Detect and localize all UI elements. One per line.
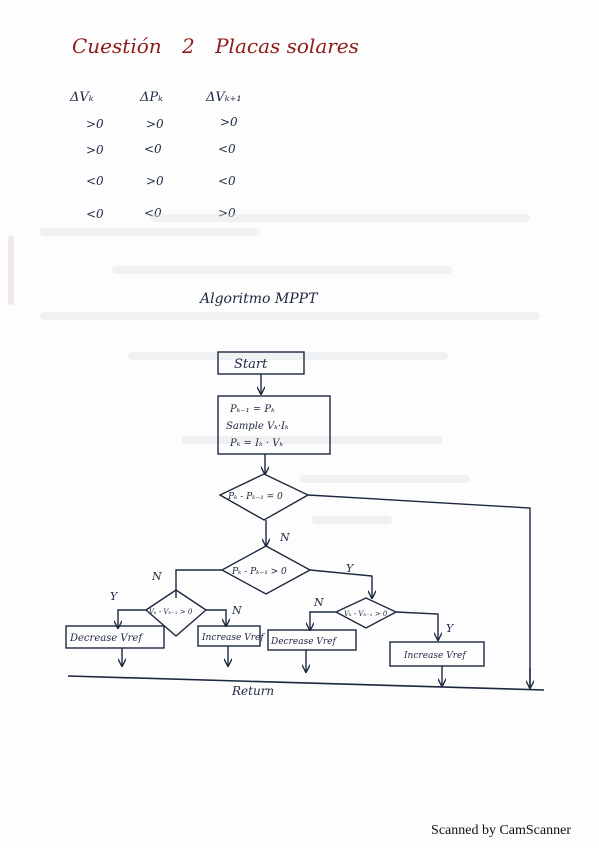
box-decrease-right bbox=[267, 629, 357, 651]
box-increase-right bbox=[389, 641, 485, 667]
box-increase-left bbox=[197, 625, 261, 647]
decision-power-equal bbox=[218, 473, 310, 521]
decision-3-right-label: Vₖ - Vₖ₋₁ > 0 bbox=[344, 610, 388, 618]
bleed-through-line bbox=[40, 312, 540, 320]
label-no: N bbox=[279, 531, 290, 544]
bleed-through-line bbox=[182, 436, 442, 444]
camscanner-footer: Scanned by CamScanner bbox=[431, 823, 571, 838]
question-title: Cuestión 2 Placas solares bbox=[72, 34, 373, 58]
table-cell: <0 bbox=[86, 207, 104, 221]
table-cell: >0 bbox=[146, 117, 164, 131]
table-header-dv-next: ΔVₖ₊₁ bbox=[206, 90, 242, 105]
flow-line-right-no bbox=[310, 611, 336, 630]
bleed-through-line bbox=[312, 516, 392, 524]
flow-line-right bbox=[309, 569, 372, 598]
bleed-through-line bbox=[112, 266, 452, 274]
flow-line-left-no bbox=[206, 609, 226, 626]
bleed-through-mark bbox=[8, 235, 14, 305]
decision-1-label: Pₖ - Pₖ₋₁ = 0 bbox=[227, 492, 283, 502]
init-box bbox=[217, 395, 331, 455]
decision-voltage-right bbox=[334, 597, 398, 629]
init-line-1: Pₖ₋₁ = Pₖ bbox=[229, 404, 275, 415]
label-yes: Y bbox=[346, 562, 355, 575]
table-cell: <0 bbox=[86, 174, 104, 188]
init-line-3: Pₖ = Iₖ · Vₖ bbox=[229, 438, 283, 449]
title-number: 2 bbox=[182, 34, 195, 58]
label-yes: Y bbox=[446, 622, 455, 635]
label-no: N bbox=[231, 604, 242, 617]
flow-line-right-bypass bbox=[307, 494, 531, 688]
table-cell: >0 bbox=[86, 117, 104, 131]
decision-voltage-left bbox=[144, 589, 208, 637]
table-header-dp: ΔPₖ bbox=[140, 90, 163, 105]
table-cell: >0 bbox=[220, 115, 238, 129]
box-decrease-left bbox=[65, 625, 165, 649]
label-yes: Y bbox=[110, 590, 119, 603]
title-word-cuestion: Cuestión bbox=[72, 34, 162, 58]
table-cell: <0 bbox=[218, 142, 236, 156]
algorithm-title: Algoritmo MPPT bbox=[200, 291, 318, 307]
label-no: N bbox=[313, 596, 324, 609]
title-placas-solares: Placas solares bbox=[215, 34, 359, 58]
table-cell: <0 bbox=[144, 142, 162, 156]
decision-power-greater bbox=[220, 545, 312, 595]
table-cell: >0 bbox=[146, 174, 164, 188]
decision-3-left-label: Vₖ - Vₖ₋₁ > 0 bbox=[149, 608, 193, 616]
decrease-left-label: Decrease Vref bbox=[69, 633, 144, 644]
table-cell: >0 bbox=[86, 143, 104, 157]
return-label: Return bbox=[231, 684, 274, 698]
decision-2-label: Pₖ - Pₖ₋₁ > 0 bbox=[231, 567, 287, 577]
start-label: Start bbox=[234, 357, 268, 372]
increase-right-label: Increase Vref bbox=[403, 651, 467, 661]
return-line bbox=[67, 675, 545, 691]
increase-left-label: Increase Vref bbox=[201, 633, 265, 643]
bleed-through-line bbox=[300, 475, 470, 483]
table-header-dv: ΔVₖ bbox=[70, 90, 94, 105]
init-line-2: Sample Vₖ·Iₖ bbox=[226, 421, 289, 432]
table-cell: <0 bbox=[218, 174, 236, 188]
bleed-through-line bbox=[150, 214, 530, 222]
label-no: N bbox=[151, 570, 162, 583]
bleed-through-line bbox=[40, 228, 260, 236]
flow-line-right-yes bbox=[395, 611, 438, 640]
table-cell: <0 bbox=[144, 206, 162, 220]
flow-line-left-yes bbox=[118, 609, 146, 628]
bleed-through-line bbox=[128, 352, 448, 360]
flow-line-left bbox=[175, 569, 222, 586]
decrease-right-label: Decrease Vref bbox=[270, 637, 338, 647]
table-cell: >0 bbox=[218, 206, 236, 220]
